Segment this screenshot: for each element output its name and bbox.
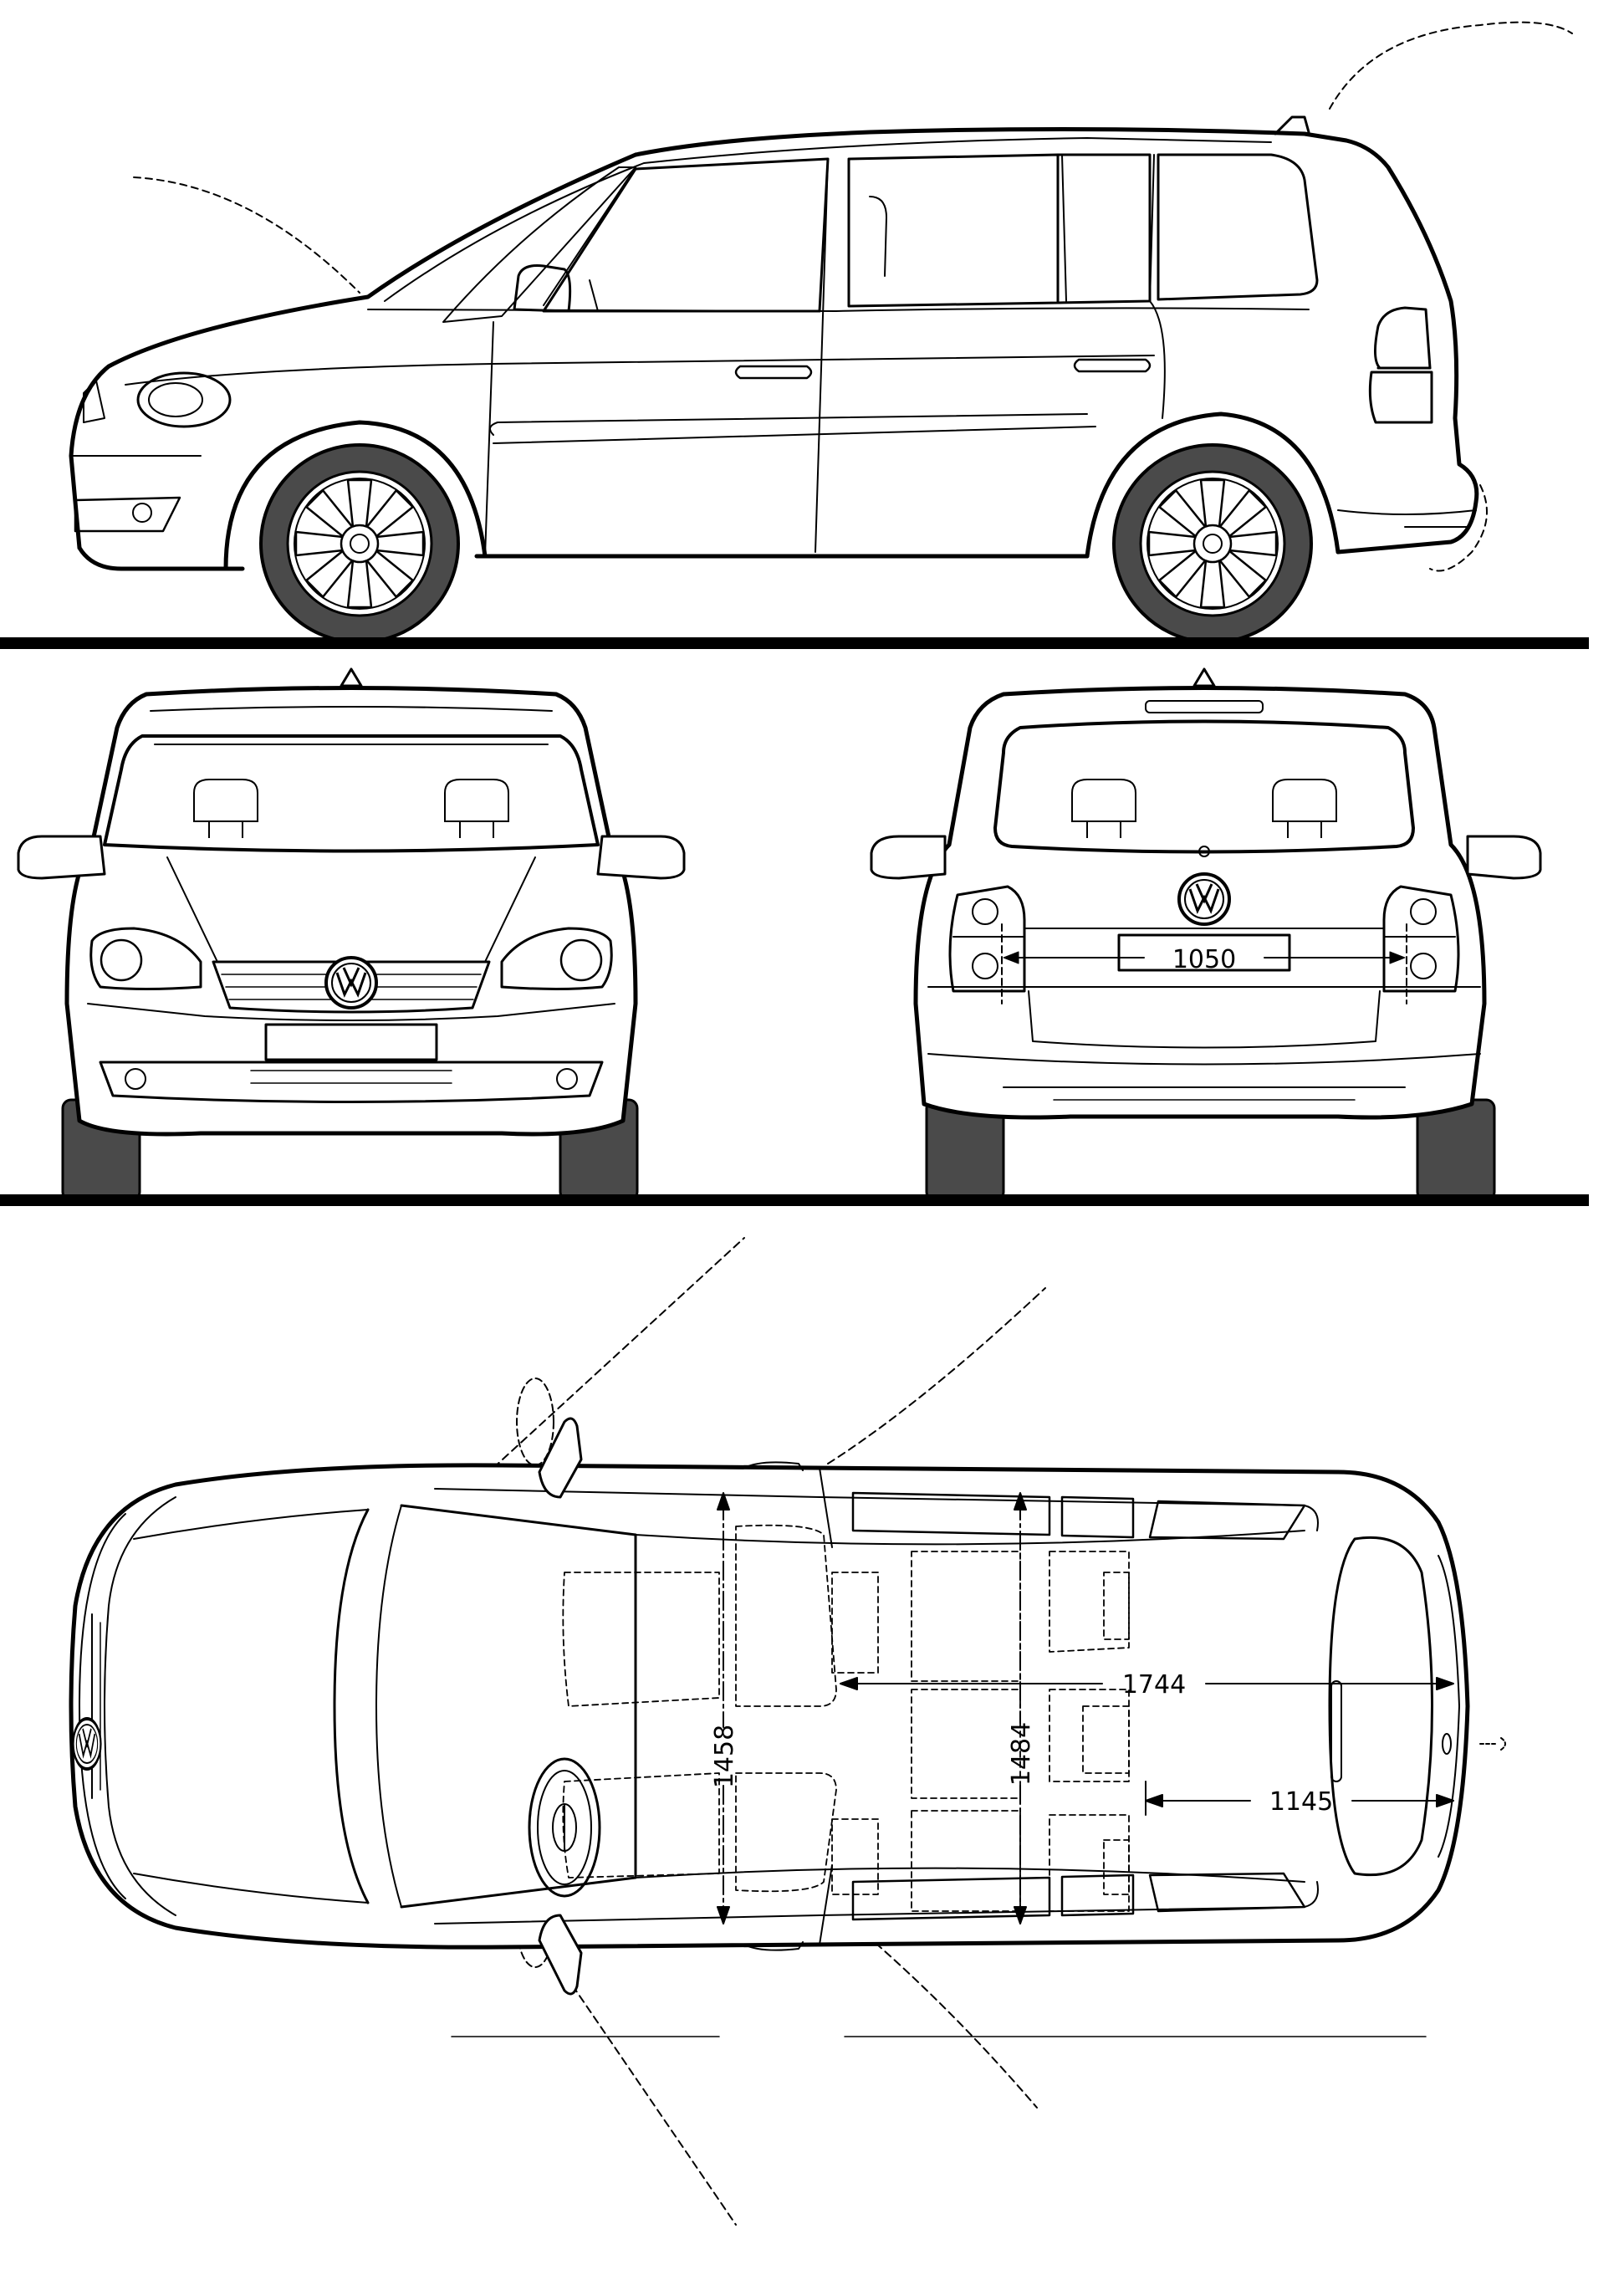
dim-rear-track-top: 1484: [1007, 1722, 1036, 1786]
dim-rear-track: 1050: [1172, 945, 1236, 974]
dim-cargo-length: 1744: [1122, 1670, 1186, 1700]
dim-cargo-length-short: 1145: [1269, 1787, 1333, 1817]
side-view: [69, 21, 1573, 572]
dim-front-track-top: 1458: [710, 1725, 739, 1788]
rear-view: [870, 667, 1542, 1202]
ground-line-side: [0, 637, 1589, 649]
vw-logo-front-icon: [324, 956, 378, 1010]
top-view: [69, 1237, 1506, 2226]
ground-line-front-rear: [0, 1194, 1589, 1206]
vw-logo-top-icon: [71, 1717, 103, 1771]
front-wheel-icon: [259, 443, 460, 644]
vw-logo-rear-icon: [1177, 872, 1231, 926]
rear-wheel-icon: [1112, 443, 1313, 644]
front-view: [17, 667, 686, 1202]
